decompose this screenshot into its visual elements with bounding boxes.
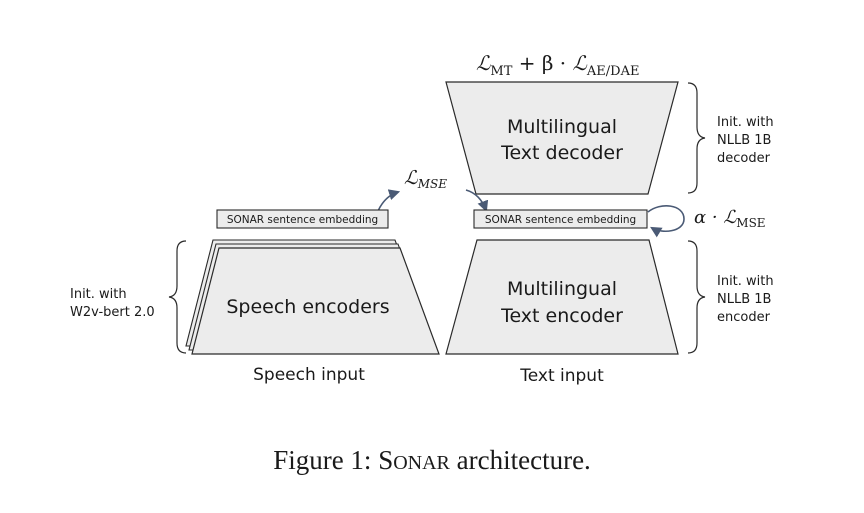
caption-suffix: architecture. — [450, 445, 591, 475]
decoder-label-line1: Multilingual — [507, 116, 617, 138]
caption-sonar-smallcaps: ONAR — [393, 452, 450, 474]
loss-symbol: ℒ — [404, 167, 419, 189]
text-decoder-block — [445, 81, 679, 195]
text-sonar-embedding — [473, 209, 648, 229]
speech-encoder-front-layer — [191, 247, 440, 355]
loss-symbol: ℒ — [573, 51, 588, 75]
loss-subscript: MT — [490, 64, 512, 79]
mse-arrow-left — [377, 189, 401, 212]
loss-subscript: AE/DAE — [586, 64, 640, 79]
loss-symbol: ℒ — [476, 51, 491, 75]
init-decoder-line1: Init. with — [717, 115, 774, 130]
alpha-dot: α · — [694, 207, 723, 228]
init-speech-line1: Init. with — [70, 287, 127, 302]
text-embedding-label: SONAR sentence embedding — [485, 214, 636, 226]
loss-plus-beta: + β · — [512, 51, 572, 75]
encoder-label-line2: Text encoder — [500, 305, 623, 327]
init-speech-line2: W2v-bert 2.0 — [70, 305, 155, 320]
init-decoder-line2: NLLB 1B — [717, 133, 771, 148]
init-encoder-line1: Init. with — [717, 274, 774, 289]
init-encoder-line2: NLLB 1B — [717, 292, 771, 307]
caption-prefix: Figure 1: — [273, 445, 378, 475]
init-decoder-line3: decoder — [717, 151, 771, 166]
loss-mse-left-label: ℒMSE — [404, 167, 447, 191]
speech-embedding-label: SONAR sentence embedding — [227, 214, 378, 226]
speech-input-label: Speech input — [253, 365, 365, 385]
encoder-label-line1: Multilingual — [507, 278, 617, 300]
encoder-init-brace — [687, 240, 706, 354]
caption-sonar-initial: S — [378, 445, 393, 475]
text-input-label: Text input — [519, 366, 604, 386]
speech-sonar-embedding — [216, 209, 389, 229]
loss-subscript: MSE — [417, 177, 448, 191]
text-encoder-block — [445, 239, 679, 355]
loss-top-label: ℒMT + β · ℒAE/DAE — [476, 51, 639, 79]
speech-encoders-label: Speech encoders — [226, 296, 389, 318]
decoder-init-brace — [687, 82, 706, 194]
speech-init-brace — [168, 240, 187, 354]
mse-self-loop-arrow — [647, 205, 685, 238]
loss-mse-right-label: α · ℒMSE — [694, 207, 766, 230]
mse-arrow-right — [465, 189, 489, 213]
loss-symbol: ℒ — [723, 207, 737, 228]
init-encoder-line3: encoder — [717, 310, 771, 325]
figure-caption: Figure 1: SONAR architecture. — [273, 445, 591, 475]
decoder-label-line2: Text decoder — [500, 142, 623, 164]
loss-subscript: MSE — [736, 216, 765, 230]
